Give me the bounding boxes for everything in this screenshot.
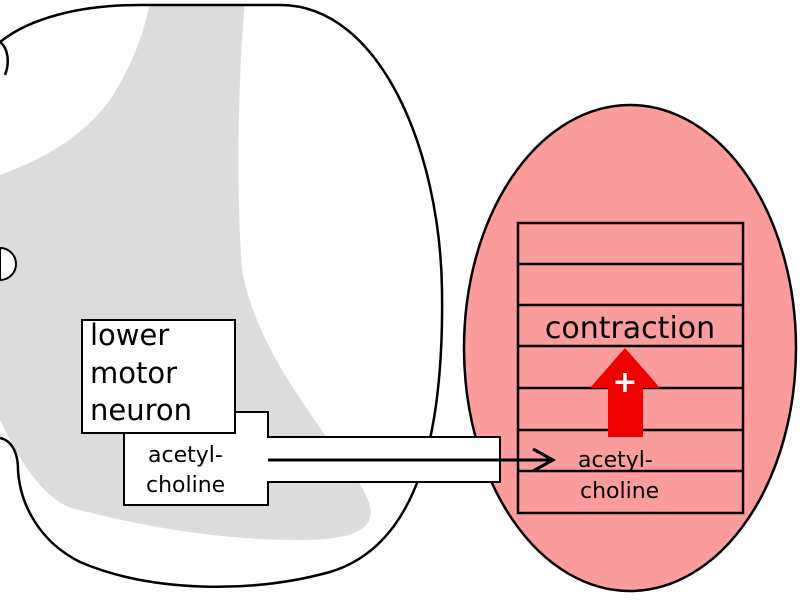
spinal-cord-outline xyxy=(0,3,444,588)
arrow-up-icon: + xyxy=(590,348,660,437)
neuron-label-box: lower motor neuron xyxy=(81,318,236,434)
contraction-label: contraction xyxy=(545,311,715,346)
cord-notch-top xyxy=(0,41,9,76)
muscle-transmitter-line2: choline xyxy=(580,479,659,504)
neuron-label-line1: lower xyxy=(90,318,169,352)
fiber-grid-frame xyxy=(516,221,745,515)
neuron-label-frame xyxy=(81,319,236,434)
muscle-transmitter-line1: acetyl- xyxy=(578,448,653,473)
central-canal xyxy=(0,246,17,282)
excitation-plus-sign: + xyxy=(612,365,637,400)
neuron-transmitter-line2: choline xyxy=(146,473,225,498)
neuron-transmitter-line1: acetyl- xyxy=(148,443,223,468)
arrow-right-icon xyxy=(268,447,557,473)
muscle xyxy=(462,103,798,593)
neuron-label-line3: neuron xyxy=(90,393,192,427)
neuron-label-line2: motor xyxy=(90,356,177,390)
